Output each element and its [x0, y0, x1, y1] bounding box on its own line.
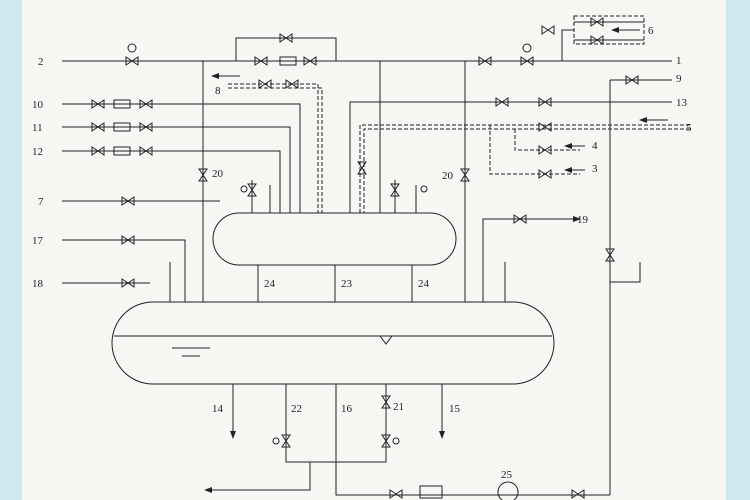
label-18: 18	[32, 278, 44, 290]
label-25: 25	[501, 469, 513, 481]
label-20-left: 20	[212, 168, 224, 180]
label-14: 14	[212, 403, 224, 415]
label-2: 2	[38, 56, 44, 68]
label-8: 8	[215, 85, 221, 97]
label-6: 6	[648, 25, 654, 37]
label-1: 1	[676, 55, 682, 67]
diagram-sheet	[22, 0, 726, 500]
label-20-right: 20	[442, 170, 454, 182]
label-16: 16	[341, 403, 353, 415]
label-3: 3	[592, 163, 598, 175]
label-24-left: 24	[264, 278, 276, 290]
label-5: 5	[686, 122, 692, 134]
label-13: 13	[676, 97, 688, 109]
upper-drum	[212, 212, 457, 266]
lower-drum	[111, 301, 555, 385]
label-19: 19	[577, 214, 589, 226]
label-15: 15	[449, 403, 461, 415]
label-4: 4	[592, 140, 598, 152]
label-21: 21	[393, 401, 404, 413]
label-7: 7	[38, 196, 44, 208]
label-12: 12	[32, 146, 43, 158]
valves	[91, 17, 639, 499]
label-9: 9	[676, 73, 682, 85]
label-23: 23	[341, 278, 353, 290]
label-17: 17	[32, 235, 44, 247]
label-10: 10	[32, 99, 44, 111]
stream-labels: 1 2 3 4 5 6 7 8 9 10 11 12 13 14 15 16 1…	[32, 25, 692, 481]
label-22: 22	[291, 403, 302, 415]
label-11: 11	[32, 122, 43, 134]
label-24-right: 24	[418, 278, 430, 290]
